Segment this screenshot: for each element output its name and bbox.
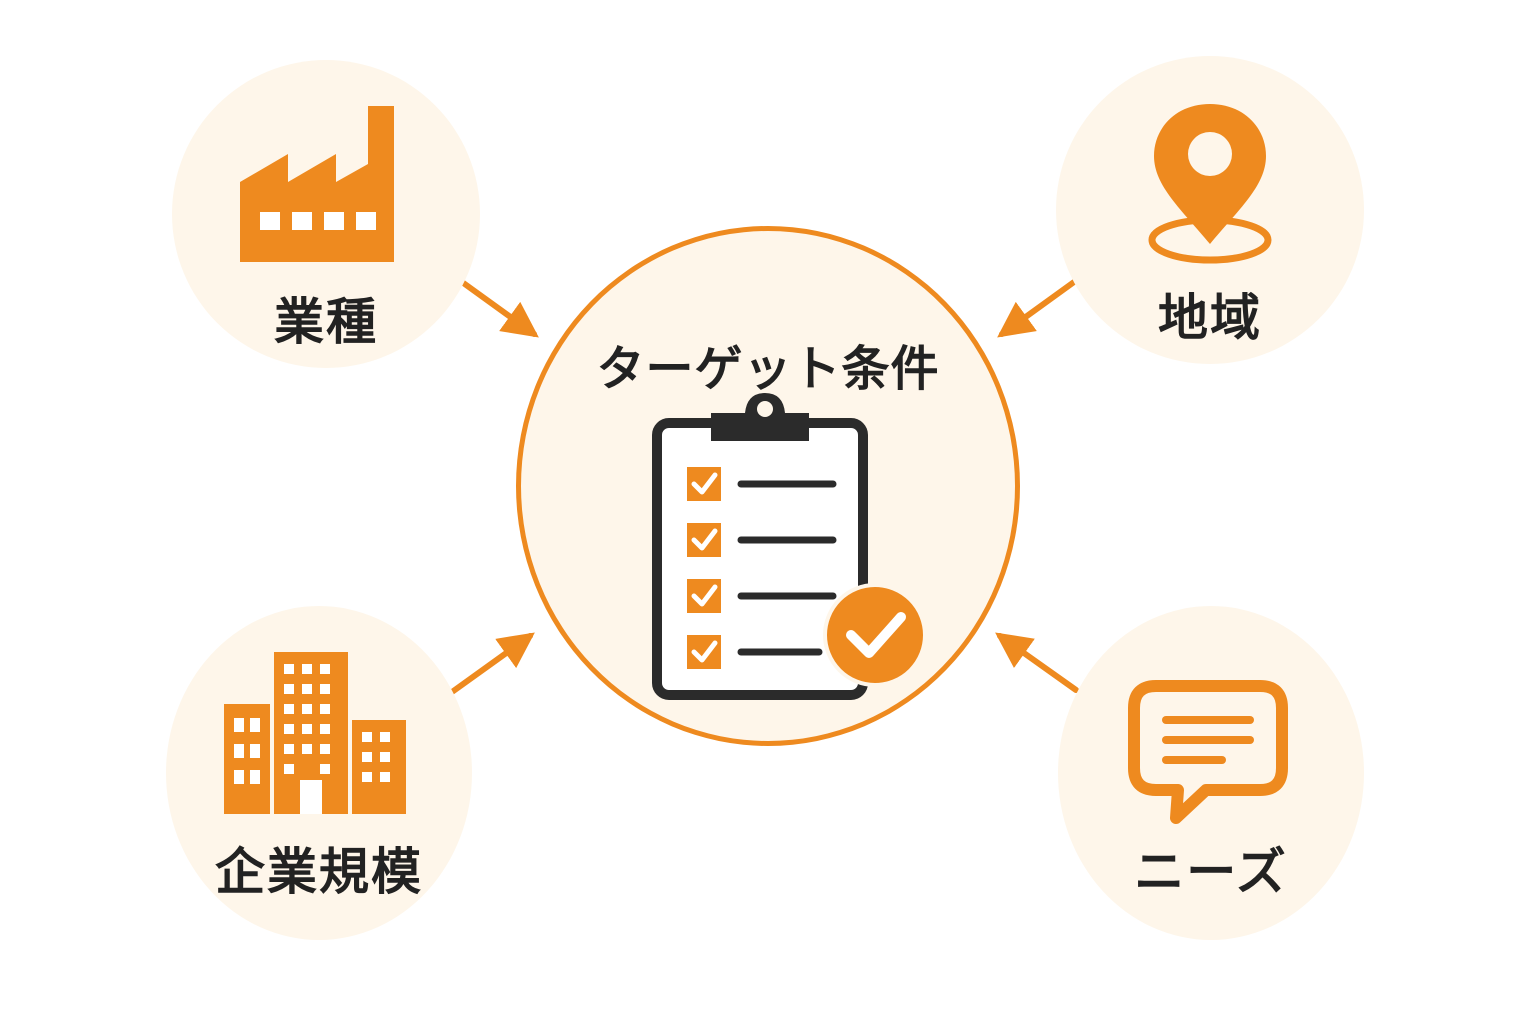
node-industry: 業種 [172,60,480,368]
chat-bubble-icon [1126,678,1290,830]
node-label-region: 地域 [1158,289,1262,347]
arrow-size-to-center [449,632,535,695]
buildings-icon [222,650,408,818]
factory-icon [236,102,400,266]
arrow-industry-to-center [459,279,539,338]
map-pin-icon [1142,100,1278,274]
center-title: ターゲット条件 [596,341,940,397]
node-label-industry: 業種 [274,293,378,351]
node-region: 地域 [1056,56,1364,364]
arrow-needs-to-center [995,632,1079,693]
node-company-size: 企業規模 [166,606,472,940]
clipboard-checklist-icon [649,391,927,707]
node-needs: ニーズ [1058,606,1364,940]
node-label-needs: ニーズ [1134,843,1288,901]
arrow-region-to-center [997,279,1077,338]
node-label-company-size: 企業規模 [215,843,423,901]
center-target-conditions: ターゲット条件 [516,226,1020,746]
